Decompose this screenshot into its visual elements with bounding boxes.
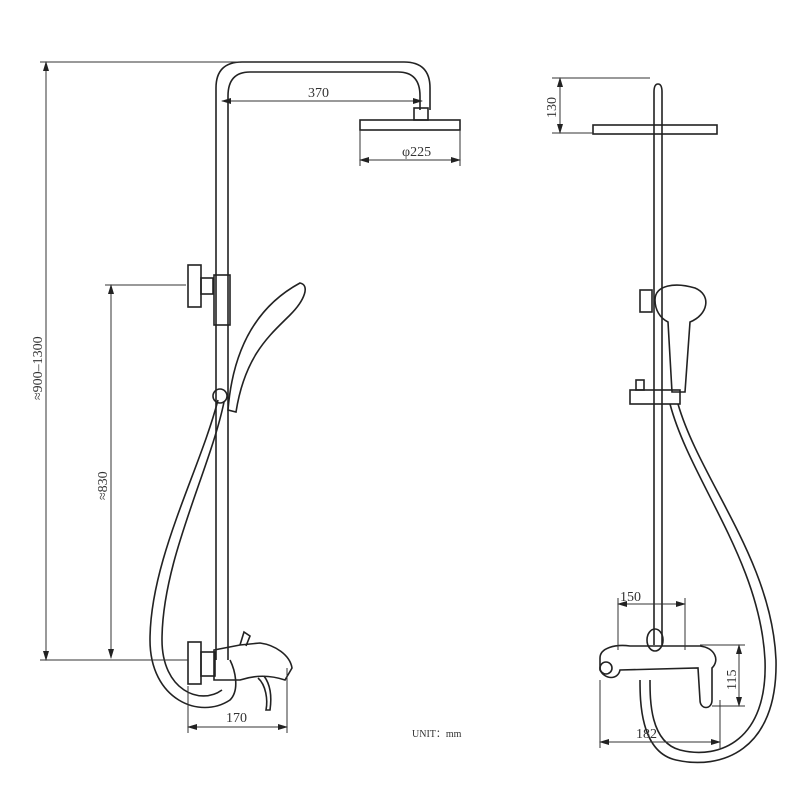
dim-spout-label: 170 [226, 711, 247, 726]
side-shower-head [592, 124, 718, 135]
wall-bracket-bottom [187, 641, 202, 685]
side-hand-shower [654, 284, 707, 393]
dim-bracket-height-label: ≈830 [96, 471, 111, 500]
head-connector [413, 107, 429, 121]
dim-head-drop-label: 130 [545, 97, 560, 118]
dim-inlet-spacing-label: 150 [620, 590, 641, 605]
hose-joint [212, 388, 228, 404]
slider [213, 274, 231, 326]
dim-total-height-label: ≈900–1300 [31, 336, 46, 400]
side-mixer [599, 644, 717, 709]
side-hose [649, 403, 766, 754]
riser-pipe [215, 61, 431, 660]
dim-head-label: φ225 [402, 145, 431, 160]
side-riser [653, 83, 663, 645]
side-view: 130 150 115 182 [545, 77, 777, 764]
hand-shower [227, 282, 306, 413]
hose [149, 399, 237, 709]
bath-mixer [213, 642, 293, 681]
dim-arm-label: 370 [308, 86, 329, 101]
dim-mixer-height-label: 115 [725, 670, 740, 690]
unit-label: UNIT：mm [412, 729, 462, 740]
wall-bracket-top [187, 264, 202, 308]
front-view: 370 φ225 ≈900–1300 ≈830 170 [31, 61, 461, 733]
shower-head [359, 119, 461, 131]
side-holder [629, 389, 681, 405]
dim-mixer-width-label: 182 [636, 727, 657, 742]
